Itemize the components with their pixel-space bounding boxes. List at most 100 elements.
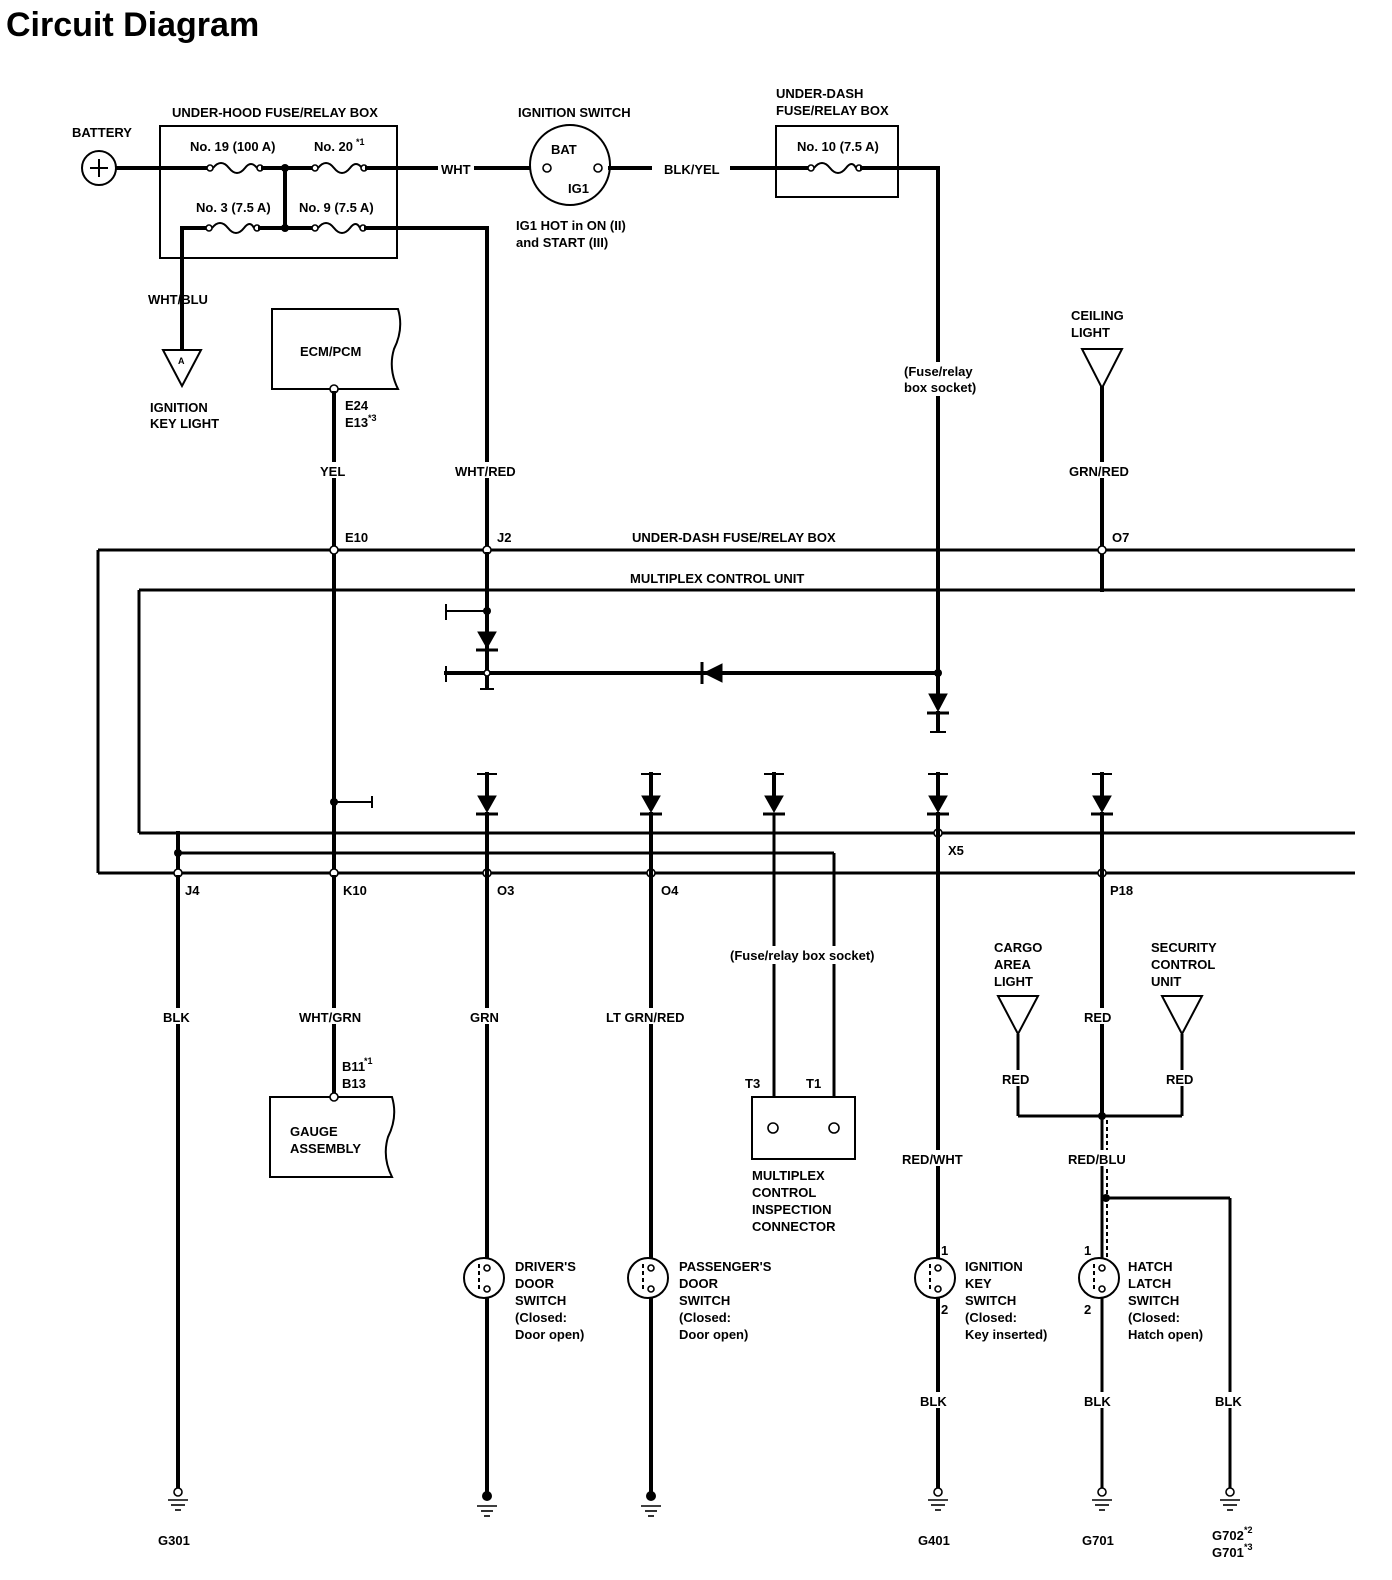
ground-g401-label: G401 <box>918 1533 950 1548</box>
wire-wht-blu: WHT/BLU <box>148 292 208 307</box>
ground-g301-label: G301 <box>158 1533 190 1548</box>
ignition-key-light-label-1: IGNITION <box>150 400 208 415</box>
ecm-pcm-label: ECM/PCM <box>300 344 361 359</box>
hatch-switch-label-5: Hatch open) <box>1128 1327 1203 1342</box>
terminal-j2: J2 <box>497 530 511 545</box>
terminal-x5: X5 <box>948 843 964 858</box>
gauge-assembly-box <box>269 1096 396 1178</box>
passenger-switch-label-3: SWITCH <box>679 1293 730 1308</box>
hatch-switch-label-2: LATCH <box>1128 1276 1171 1291</box>
fuse-19-label: No. 19 (100 A) <box>190 139 276 154</box>
security-label-2: CONTROL <box>1151 957 1215 972</box>
page-title: Circuit Diagram <box>6 6 259 44</box>
passenger-switch-label-5: Door open) <box>679 1327 748 1342</box>
fuse-socket-label-1: (Fuse/relay <box>904 364 973 379</box>
wire-red-p18: RED <box>1084 1010 1111 1025</box>
insp-label-3: INSPECTION <box>752 1202 831 1217</box>
ecm-pin-e13-sup: *3 <box>368 413 377 423</box>
underdash-bar-label: UNDER-DASH FUSE/RELAY BOX <box>632 530 836 545</box>
insp-label-2: CONTROL <box>752 1185 816 1200</box>
wire-lt-grn-red: LT GRN/RED <box>606 1010 684 1025</box>
ignition-key-light-icon <box>161 349 203 389</box>
wire-grn: GRN <box>470 1010 499 1025</box>
ground-g401-icon <box>928 1487 948 1511</box>
key-switch-label-5: Key inserted) <box>965 1327 1047 1342</box>
ignition-key-switch-icon <box>914 1257 956 1299</box>
cargo-light-label-1: CARGO <box>994 940 1042 955</box>
hatch-latch-switch-icon <box>1078 1257 1120 1299</box>
driver-switch-label-2: DOOR <box>515 1276 555 1291</box>
wire-wht: WHT <box>441 162 471 177</box>
wire-red-cargo: RED <box>1002 1072 1029 1087</box>
ignition-ig1-label: IG1 <box>568 181 589 196</box>
mcu-bar-label: MULTIPLEX CONTROL UNIT <box>630 571 804 586</box>
wire-blk-x5: BLK <box>920 1394 947 1409</box>
diode-o4-icon <box>640 772 662 816</box>
passenger-switch-label-1: PASSENGER'S <box>679 1259 772 1274</box>
ground-g301-icon <box>168 1487 188 1511</box>
terminal-o4: O4 <box>661 883 679 898</box>
ceiling-light-label-2: LIGHT <box>1071 325 1110 340</box>
diode-o3-icon <box>476 772 498 816</box>
diode-p18-icon <box>1091 772 1113 816</box>
ignition-note-2: and START (III) <box>516 235 608 250</box>
passenger-switch-label-2: DOOR <box>679 1276 719 1291</box>
ignition-note-1: IG1 HOT in ON (II) <box>516 218 626 233</box>
driver-switch-label-5: Door open) <box>515 1327 584 1342</box>
underhood-box-label: UNDER-HOOD FUSE/RELAY BOX <box>172 105 378 120</box>
wire-blk-yel: BLK/YEL <box>664 162 720 177</box>
security-label-3: UNIT <box>1151 974 1181 989</box>
hatch-switch-label-1: HATCH <box>1128 1259 1173 1274</box>
diode-x5-icon <box>927 693 949 715</box>
insp-label-1: MULTIPLEX <box>752 1168 825 1183</box>
hatch-switch-label-4: (Closed: <box>1128 1310 1180 1325</box>
insp-pin-t3: T3 <box>745 1076 760 1091</box>
passenger-door-switch-icon <box>627 1257 669 1299</box>
cargo-light-label-2: AREA <box>994 957 1031 972</box>
key-light-marker: A <box>178 356 185 366</box>
wire-red-wht: RED/WHT <box>902 1152 963 1167</box>
ceiling-light-label-1: CEILING <box>1071 308 1124 323</box>
gauge-assembly-label-1: GAUGE <box>290 1124 338 1139</box>
underdash-box-label-1: UNDER-DASH <box>776 86 863 101</box>
ground-g701-icon <box>1092 1487 1112 1511</box>
underdash-box-label-2: FUSE/RELAY BOX <box>776 103 889 118</box>
ignition-bat-label: BAT <box>551 142 577 157</box>
ecm-pin-e24: E24 <box>345 398 369 413</box>
terminal-o3: O3 <box>497 883 514 898</box>
underdash-fuse-box <box>775 125 899 198</box>
fuse-20-sup: *1 <box>356 137 365 147</box>
ground-g702-label: G702 <box>1212 1528 1244 1543</box>
diode-x5-lower-icon <box>927 772 949 816</box>
gauge-pin-b13: B13 <box>342 1076 366 1091</box>
ecm-pin-e13: E13 <box>345 415 368 430</box>
terminal-j4: J4 <box>185 883 200 898</box>
key-switch-label-4: (Closed: <box>965 1310 1017 1325</box>
terminal-p18: P18 <box>1110 883 1133 898</box>
driver-door-switch-icon <box>463 1257 505 1299</box>
fuse-3-label: No. 3 (7.5 A) <box>196 200 271 215</box>
wire-yel: YEL <box>320 464 345 479</box>
key-switch-pin-2: 2 <box>941 1302 948 1317</box>
insp-label-4: CONNECTOR <box>752 1219 836 1234</box>
security-label-1: SECURITY <box>1151 940 1217 955</box>
wire-wht-grn: WHT/GRN <box>299 1010 361 1025</box>
underdash-box-outline <box>96 548 1355 875</box>
key-switch-label-3: SWITCH <box>965 1293 1016 1308</box>
driver-switch-label-4: (Closed: <box>515 1310 567 1325</box>
wire-red-blu: RED/BLU <box>1068 1152 1126 1167</box>
fuse-socket-label-2: box socket) <box>904 380 976 395</box>
hatch-switch-label-3: SWITCH <box>1128 1293 1179 1308</box>
diode-t3-icon <box>763 772 785 816</box>
hatch-switch-pin-1: 1 <box>1084 1243 1091 1258</box>
fuse-3-icon <box>205 222 261 234</box>
security-unit-icon <box>1160 995 1204 1037</box>
ground-g701b-label: G701 <box>1212 1545 1244 1560</box>
fuse-10-label: No. 10 (7.5 A) <box>797 139 879 154</box>
wire-grn-red: GRN/RED <box>1069 464 1129 479</box>
ground-g702-icon <box>1220 1487 1240 1511</box>
battery-icon <box>81 150 117 186</box>
driver-switch-label-3: SWITCH <box>515 1293 566 1308</box>
terminal-k10: K10 <box>343 883 367 898</box>
battery-label: BATTERY <box>72 125 132 140</box>
